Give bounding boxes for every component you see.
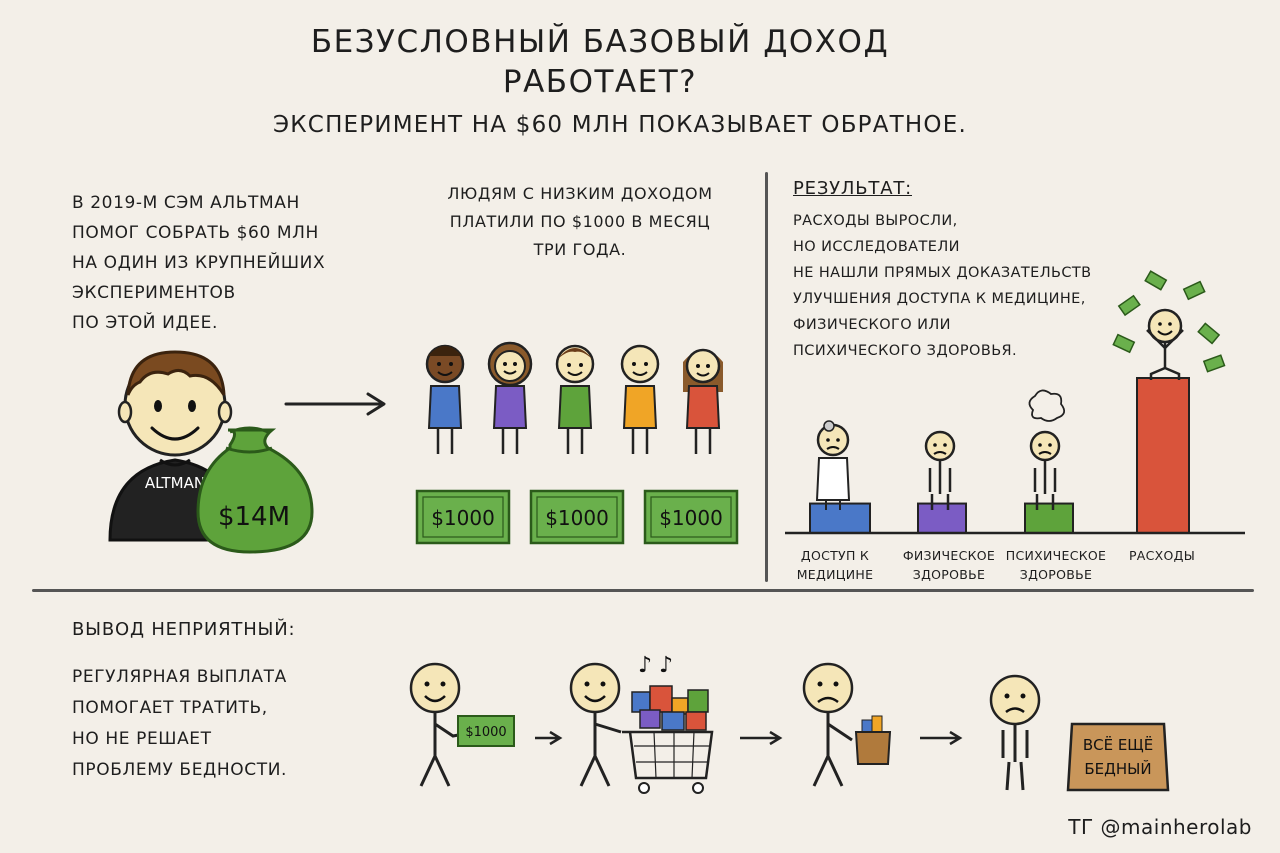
dollar-bill-icon	[457, 715, 515, 747]
arrow-icon	[920, 730, 963, 746]
sign-line: БЕДНЫЙ	[1084, 759, 1151, 778]
arrow-icon	[284, 392, 386, 416]
altman-illustration: ALTMAN $14M	[108, 350, 314, 554]
footer-credit: ТГ @mainherolab	[1068, 815, 1252, 839]
result-line: ПСИХИЧЕСКОГО ЗДОРОВЬЯ.	[793, 343, 1018, 359]
happy-person-figure	[1146, 308, 1184, 380]
result-bar	[1136, 377, 1190, 534]
person-figure	[620, 344, 660, 454]
conclusion-line: НО НЕ РЕШАЕТ	[72, 729, 212, 749]
conclusion-text: РЕГУЛЯРНАЯ ВЫПЛАТА ПОМОГАЕТ ТРАТИТЬ, НО …	[72, 662, 392, 786]
bar-label-line: РАСХОДЫ	[1128, 548, 1196, 563]
bar-label-medicine: ДОСТУП К МЕДИЦИНЕ	[785, 546, 885, 584]
flying-money-icon	[1112, 270, 1226, 373]
sign-board-icon	[1066, 722, 1170, 792]
worried-person-figure	[802, 662, 854, 787]
stressed-person-figure	[1028, 389, 1066, 510]
music-notes-icon: ♪ ♪	[638, 653, 673, 678]
intro-text: В 2019-М СЭМ АЛЬТМАН ПОМОГ СОБРАТЬ $60 М…	[72, 188, 392, 338]
intro-line: ПО ЭТОЙ ИДЕЕ.	[72, 313, 219, 333]
intro-line: ПОМОГ СОБРАТЬ $60 МЛН	[72, 223, 319, 243]
person-figure	[683, 348, 723, 454]
bar-label-line: ЗДОРОВЬЕ	[1019, 567, 1093, 582]
dollar-bill-icon	[529, 489, 625, 545]
intro-line: В 2019-М СЭМ АЛЬТМАН	[72, 193, 300, 213]
shopping-bag-icon	[854, 715, 892, 765]
shopping-person-figure	[569, 662, 622, 787]
bar-label-spending: РАСХОДЫ	[1112, 546, 1212, 565]
page-title-line2: РАБОТАЕТ?	[502, 64, 698, 100]
result-bar	[1024, 502, 1074, 535]
payments-line: ЛЮДЯМ С НИЗКИМ ДОХОДОМ	[447, 184, 713, 203]
result-text: РАСХОДЫ ВЫРОСЛИ, НО ИССЛЕДОВАТЕЛИ НЕ НАШ…	[793, 208, 1173, 364]
sad-person-figure	[924, 430, 956, 510]
result-line: НО ИССЛЕДОВАТЕЛИ	[793, 239, 960, 255]
bills-row: $1000 $1000 $1000	[415, 489, 739, 545]
sad-person-figure	[989, 674, 1041, 791]
shirt-text: ALTMAN	[145, 474, 205, 492]
result-line: РАСХОДЫ ВЫРОСЛИ,	[793, 213, 958, 229]
result-line: НЕ НАШЛИ ПРЯМЫХ ДОКАЗАТЕЛЬСТВ	[793, 265, 1092, 281]
conclusion-line: ПОМОГАЕТ ТРАТИТЬ,	[72, 698, 268, 718]
person-figure	[425, 344, 465, 454]
arrow-icon	[535, 730, 563, 746]
money-bag-icon	[196, 426, 314, 554]
bar-label-physical: ФИЗИЧЕСКОЕ ЗДОРОВЬЕ	[893, 546, 1005, 584]
bill-label: $1000	[465, 725, 506, 740]
bar-label-mental: ПСИХИЧЕСКОЕ ЗДОРОВЬЕ	[998, 546, 1114, 584]
intro-line: ЭКСПЕРИМЕНТОВ	[72, 283, 236, 303]
payments-text: ЛЮДЯМ С НИЗКИМ ДОХОДОМ ПЛАТИЛИ ПО $1000 …	[415, 180, 745, 264]
result-line: ФИЗИЧЕСКОГО ИЛИ	[793, 317, 951, 333]
dollar-bill-icon	[415, 489, 511, 545]
result-line: УЛУЧШЕНИЯ ДОСТУПА К МЕДИЦИНЕ,	[793, 291, 1086, 307]
page-title-line1: БЕЗУСЛОВНЫЙ БАЗОВЫЙ ДОХОД	[310, 24, 890, 60]
scribble-cloud-icon	[1028, 389, 1066, 422]
conclusion-sequence: $1000 ♪ ♪	[409, 653, 1170, 794]
person-figure	[487, 341, 533, 454]
payments-line: ПЛАТИЛИ ПО $1000 В МЕСЯЦ	[449, 212, 711, 231]
bill-label: $1000	[659, 506, 723, 530]
section-divider-vertical	[765, 172, 768, 582]
payments-line: ТРИ ГОДА.	[533, 240, 627, 259]
page-subtitle: ЭКСПЕРИМЕНТ НА $60 МЛН ПОКАЗЫВАЕТ ОБРАТН…	[273, 112, 967, 138]
bill-label: $1000	[545, 506, 609, 530]
result-heading: РЕЗУЛЬТАТ:	[793, 178, 912, 199]
intro-line: НА ОДИН ИЗ КРУПНЕЙШИХ	[72, 253, 326, 273]
arrow-icon	[740, 730, 783, 746]
bar-label-line: ПСИХИЧЕСКОЕ	[1005, 548, 1107, 563]
result-bar	[917, 502, 967, 535]
section-divider-horizontal	[32, 589, 1254, 592]
dollar-bill-icon	[643, 489, 739, 545]
conclusion-heading: ВЫВОД НЕПРИЯТНЫЙ:	[72, 619, 296, 640]
bar-label-line: ФИЗИЧЕСКОЕ	[902, 548, 996, 563]
conclusion-line: ПРОБЛЕМУ БЕДНОСТИ.	[72, 760, 288, 780]
result-bar-chart	[785, 270, 1245, 535]
bar-label-line: ЗДОРОВЬЕ	[912, 567, 986, 582]
conclusion-line: РЕГУЛЯРНАЯ ВЫПЛАТА	[72, 667, 287, 687]
person-figure	[555, 344, 595, 454]
bar-label-line: ДОСТУП К	[800, 548, 870, 563]
bill-label: $1000	[431, 506, 495, 530]
sign-line: ВСЁ ЕЩЁ	[1083, 735, 1153, 754]
money-bag-label: $14M	[218, 502, 290, 532]
shopping-cart-icon	[622, 685, 714, 794]
doctor-figure	[815, 420, 851, 510]
recipients-group	[425, 341, 723, 454]
bar-label-line: МЕДИЦИНЕ	[796, 567, 874, 582]
